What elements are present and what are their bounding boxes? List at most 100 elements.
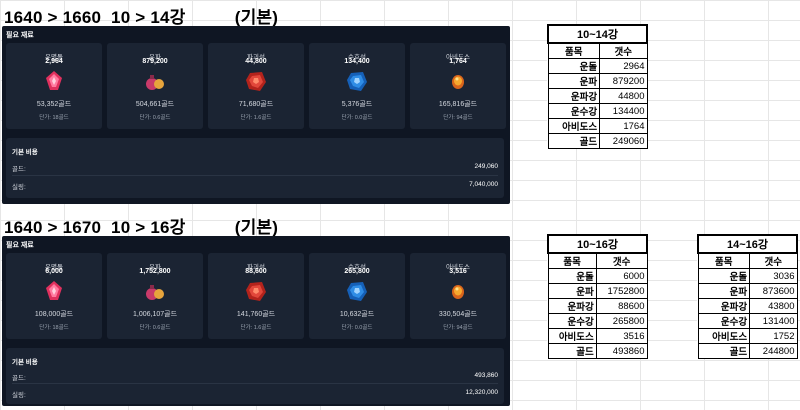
silver-cost-row: 실링: 7,040,000 bbox=[12, 181, 498, 191]
cell-count[interactable]: 2964 bbox=[599, 58, 648, 74]
material-gold: 108,000골드 bbox=[34, 311, 74, 318]
cell-item[interactable]: 아비도스 bbox=[547, 118, 601, 134]
base-cost-box: 기본 비용 골드: 249,060 실링: 7,040,000 bbox=[6, 138, 504, 198]
material-unit-price: 단가: 18골드 bbox=[39, 325, 69, 331]
orange-ore-icon bbox=[452, 285, 464, 299]
red-stone-icon bbox=[246, 72, 266, 91]
cell-item[interactable]: 운돌 bbox=[697, 268, 751, 284]
cell-count[interactable]: 44800 bbox=[599, 88, 648, 104]
silver-label: 실링: bbox=[12, 184, 26, 191]
material-unit-price: 단가: 0.6골드 bbox=[139, 115, 171, 121]
material-gold: 141,760골드 bbox=[236, 311, 276, 318]
material-name: 수호석 bbox=[348, 54, 366, 61]
cell-count[interactable]: 1764 bbox=[599, 118, 648, 134]
cell-count[interactable]: 134400 bbox=[599, 103, 648, 119]
silver-cost-row: 실링: 12,320,000 bbox=[12, 389, 498, 399]
cell-count[interactable]: 43800 bbox=[749, 298, 798, 314]
pouch-icon bbox=[146, 75, 164, 90]
col-header-count: 갯수 bbox=[599, 42, 648, 59]
cell-count[interactable]: 244800 bbox=[749, 343, 798, 359]
cell-count[interactable]: 873600 bbox=[749, 283, 798, 299]
table-title: 10~14강 bbox=[547, 24, 648, 44]
panel-title: 필요 재료 bbox=[6, 242, 34, 249]
material-card: 수호석 265,800 10,632골드 단가: 0.0골드 bbox=[309, 253, 405, 339]
section-heading: 1640 > 1670 10 > 16강 (기본) bbox=[4, 218, 279, 237]
cell-item[interactable]: 운수강 bbox=[697, 313, 751, 329]
silver-label: 실링: bbox=[12, 392, 26, 399]
cell-item[interactable]: 운파강 bbox=[547, 88, 601, 104]
material-qty: 265,800 bbox=[344, 268, 370, 275]
material-qty: 6,000 bbox=[45, 268, 63, 275]
cell-count[interactable]: 249060 bbox=[599, 133, 648, 149]
material-name: 운파 bbox=[149, 264, 161, 271]
cell-count[interactable]: 1752800 bbox=[595, 283, 648, 299]
cell-count[interactable]: 3036 bbox=[749, 268, 798, 284]
material-unit-price: 단가: 1.6골드 bbox=[240, 325, 272, 331]
material-card: 운명돌 6,000 108,000골드 단가: 18골드 bbox=[6, 253, 102, 339]
divider bbox=[12, 383, 498, 384]
gold-value: 493,860 bbox=[474, 372, 499, 379]
cell-item[interactable]: 운수강 bbox=[547, 103, 601, 119]
material-card: 운파 1,752,800 1,006,107골드 단가: 0.6골드 bbox=[107, 253, 203, 339]
material-card: 아비도스 3,516 330,504골드 단가: 94골드 bbox=[410, 253, 506, 339]
material-qty: 88,600 bbox=[245, 268, 267, 275]
gold-cost-row: 골드: 249,060 bbox=[12, 163, 498, 173]
cell-count[interactable]: 3516 bbox=[595, 328, 648, 344]
cell-count[interactable]: 88600 bbox=[595, 298, 648, 314]
cell-item[interactable]: 골드 bbox=[547, 133, 601, 149]
material-qty: 3,516 bbox=[449, 268, 467, 275]
cell-count[interactable]: 1752 bbox=[749, 328, 798, 344]
material-cards: 운명돌 2,964 53,352골드 단가: 18골드 운파 879,200 5… bbox=[6, 43, 506, 129]
material-gold: 165,816골드 bbox=[438, 101, 478, 108]
cell-item[interactable]: 운파강 bbox=[697, 298, 751, 314]
material-gold: 10,632골드 bbox=[339, 311, 375, 318]
cell-item[interactable]: 운돌 bbox=[547, 268, 597, 284]
material-name: 아비도스 bbox=[446, 264, 470, 271]
cell-item[interactable]: 운돌 bbox=[547, 58, 601, 74]
material-qty: 879,200 bbox=[142, 58, 168, 65]
cell-item[interactable]: 골드 bbox=[547, 343, 597, 359]
cell-item[interactable]: 골드 bbox=[697, 343, 751, 359]
cell-item[interactable]: 아비도스 bbox=[547, 328, 597, 344]
table-title: 14~16강 bbox=[697, 234, 798, 254]
cell-count[interactable]: 131400 bbox=[749, 313, 798, 329]
gold-label: 골드: bbox=[12, 166, 26, 173]
cell-item[interactable]: 아비도스 bbox=[697, 328, 751, 344]
material-unit-price: 단가: 0.6골드 bbox=[139, 325, 171, 331]
cell-item[interactable]: 운파 bbox=[547, 283, 597, 299]
cell-item[interactable]: 운파 bbox=[697, 283, 751, 299]
material-qty: 44,800 bbox=[245, 58, 267, 65]
material-card: 아비도스 1,764 165,816골드 단가: 94골드 bbox=[410, 43, 506, 129]
blue-stone-icon bbox=[347, 282, 367, 301]
cell-item[interactable]: 운수강 bbox=[547, 313, 597, 329]
col-header-count: 갯수 bbox=[595, 252, 648, 269]
material-name: 운명돌 bbox=[45, 54, 63, 61]
material-name: 운명돌 bbox=[45, 264, 63, 271]
gold-label: 골드: bbox=[12, 375, 26, 382]
cell-count[interactable]: 493860 bbox=[595, 343, 648, 359]
cell-count[interactable]: 879200 bbox=[599, 73, 648, 89]
cell-count[interactable]: 6000 bbox=[595, 268, 648, 284]
cell-item[interactable]: 운파강 bbox=[547, 298, 597, 314]
materials-panel: 필요 재료 운명돌 6,000 108,000골드 단가: 18골드 운파 1,… bbox=[2, 236, 510, 406]
material-gold: 71,680골드 bbox=[238, 101, 274, 108]
silver-value: 12,320,000 bbox=[465, 389, 498, 396]
material-card: 운파 879,200 504,661골드 단가: 0.6골드 bbox=[107, 43, 203, 129]
pink-crystal-icon bbox=[46, 281, 62, 300]
cell-item[interactable]: 운파 bbox=[547, 73, 601, 89]
material-gold: 504,661골드 bbox=[135, 101, 175, 108]
materials-panel: 필요 재료 운명돌 2,964 53,352골드 단가: 18골드 운파 879… bbox=[2, 26, 510, 204]
cell-count[interactable]: 265800 bbox=[595, 313, 648, 329]
table-title: 10~16강 bbox=[547, 234, 648, 254]
section-heading: 1640 > 1660 10 > 14강 (기본) bbox=[4, 8, 279, 27]
